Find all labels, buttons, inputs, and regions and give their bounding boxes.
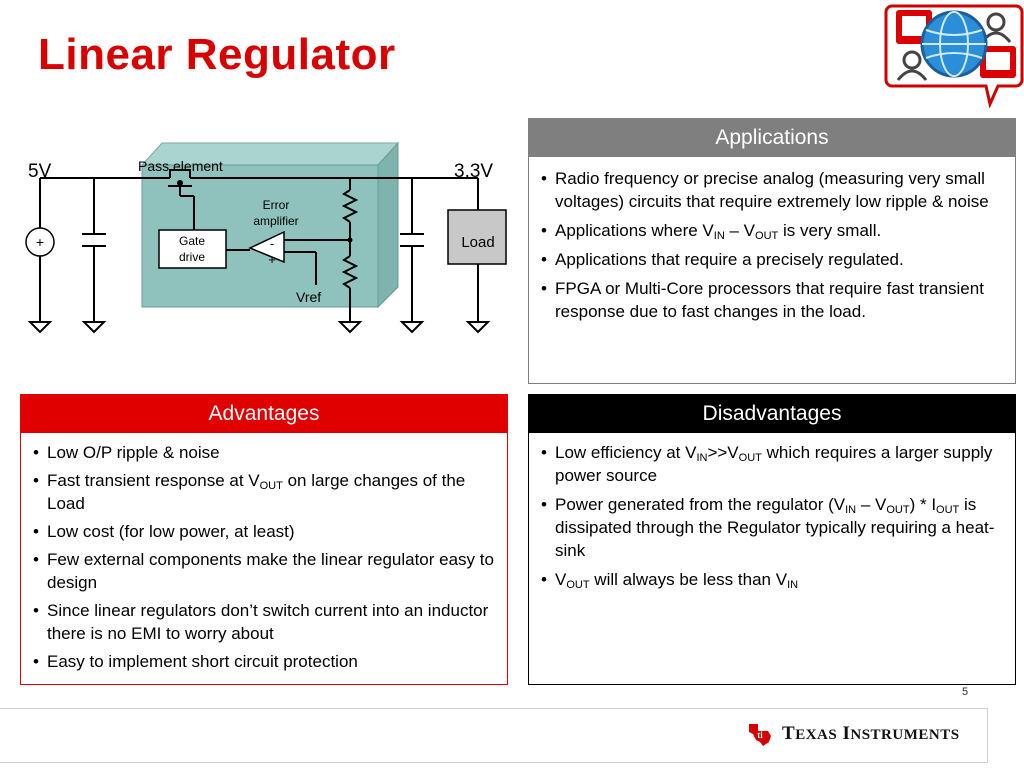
list-item: Applications where VIN – VOUT is very sm…	[537, 219, 1007, 242]
applications-panel: Applications Radio frequency or precise …	[528, 118, 1016, 384]
output-voltage-label: 3.3V	[454, 161, 493, 182]
applications-header: Applications	[529, 119, 1015, 157]
opamp-plus-sign: +	[268, 252, 276, 267]
list-item: Easy to implement short circuit protecti…	[29, 650, 499, 673]
applications-list: Radio frequency or precise analog (measu…	[529, 157, 1015, 323]
gate-drive-label: Gate	[179, 234, 205, 248]
list-item: Low O/P ripple & noise	[29, 441, 499, 464]
gate-drive-box	[158, 229, 227, 269]
error-amplifier-label: amplifier	[253, 214, 298, 228]
pass-element-label: Pass element	[138, 158, 223, 174]
list-item: Low efficiency at VIN>>VOUT which requir…	[537, 441, 1007, 487]
vref-label: Vref	[296, 289, 321, 305]
svg-text:ti: ti	[757, 730, 763, 740]
disadvantages-header: Disadvantages	[529, 395, 1015, 433]
page-number: 5	[962, 686, 969, 698]
list-item: Few external components make the linear …	[29, 548, 499, 594]
connected-globe-people-icon	[884, 4, 1024, 108]
linear-regulator-circuit: 5V 3.3V Pass element Error amplifier Gat…	[25, 141, 507, 334]
list-item: Radio frequency or precise analog (measu…	[537, 167, 1007, 213]
error-amplifier-label: Error	[263, 198, 290, 212]
footer-bar	[0, 708, 988, 763]
list-item: Fast transient response at VOUT on large…	[29, 469, 499, 515]
list-item: VOUT will always be less than VIN	[537, 568, 1007, 591]
error-amplifier-symbol	[248, 230, 285, 264]
texas-instruments-logo: ti TEXAS INSTRUMENTS	[746, 720, 960, 748]
advantages-panel: Advantages Low O/P ripple & noise Fast t…	[20, 394, 508, 685]
list-item: FPGA or Multi-Core processors that requi…	[537, 277, 1007, 323]
load-box	[447, 209, 507, 265]
load-label: Load	[461, 234, 494, 251]
texas-instruments-wordmark: TEXAS INSTRUMENTS	[782, 723, 960, 744]
list-item: Low cost (for low power, at least)	[29, 520, 499, 543]
source-plus-sign: +	[36, 234, 44, 250]
advantages-header: Advantages	[21, 395, 507, 433]
texas-state-icon: ti	[749, 724, 771, 746]
gate-drive-label: drive	[179, 250, 205, 264]
advantages-list: Low O/P ripple & noise Fast transient re…	[21, 433, 507, 673]
disadvantages-list: Low efficiency at VIN>>VOUT which requir…	[529, 433, 1015, 591]
disadvantages-panel: Disadvantages Low efficiency at VIN>>VOU…	[528, 394, 1016, 685]
list-item: Since linear regulators don’t switch cur…	[29, 599, 499, 645]
opamp-minus-sign: -	[270, 236, 274, 251]
list-item: Power generated from the regulator (VIN …	[537, 493, 1007, 562]
slide-title: Linear Regulator	[38, 30, 396, 79]
voltage-source	[25, 227, 55, 257]
input-voltage-label: 5V	[28, 161, 52, 182]
list-item: Applications that require a precisely re…	[537, 248, 1007, 271]
